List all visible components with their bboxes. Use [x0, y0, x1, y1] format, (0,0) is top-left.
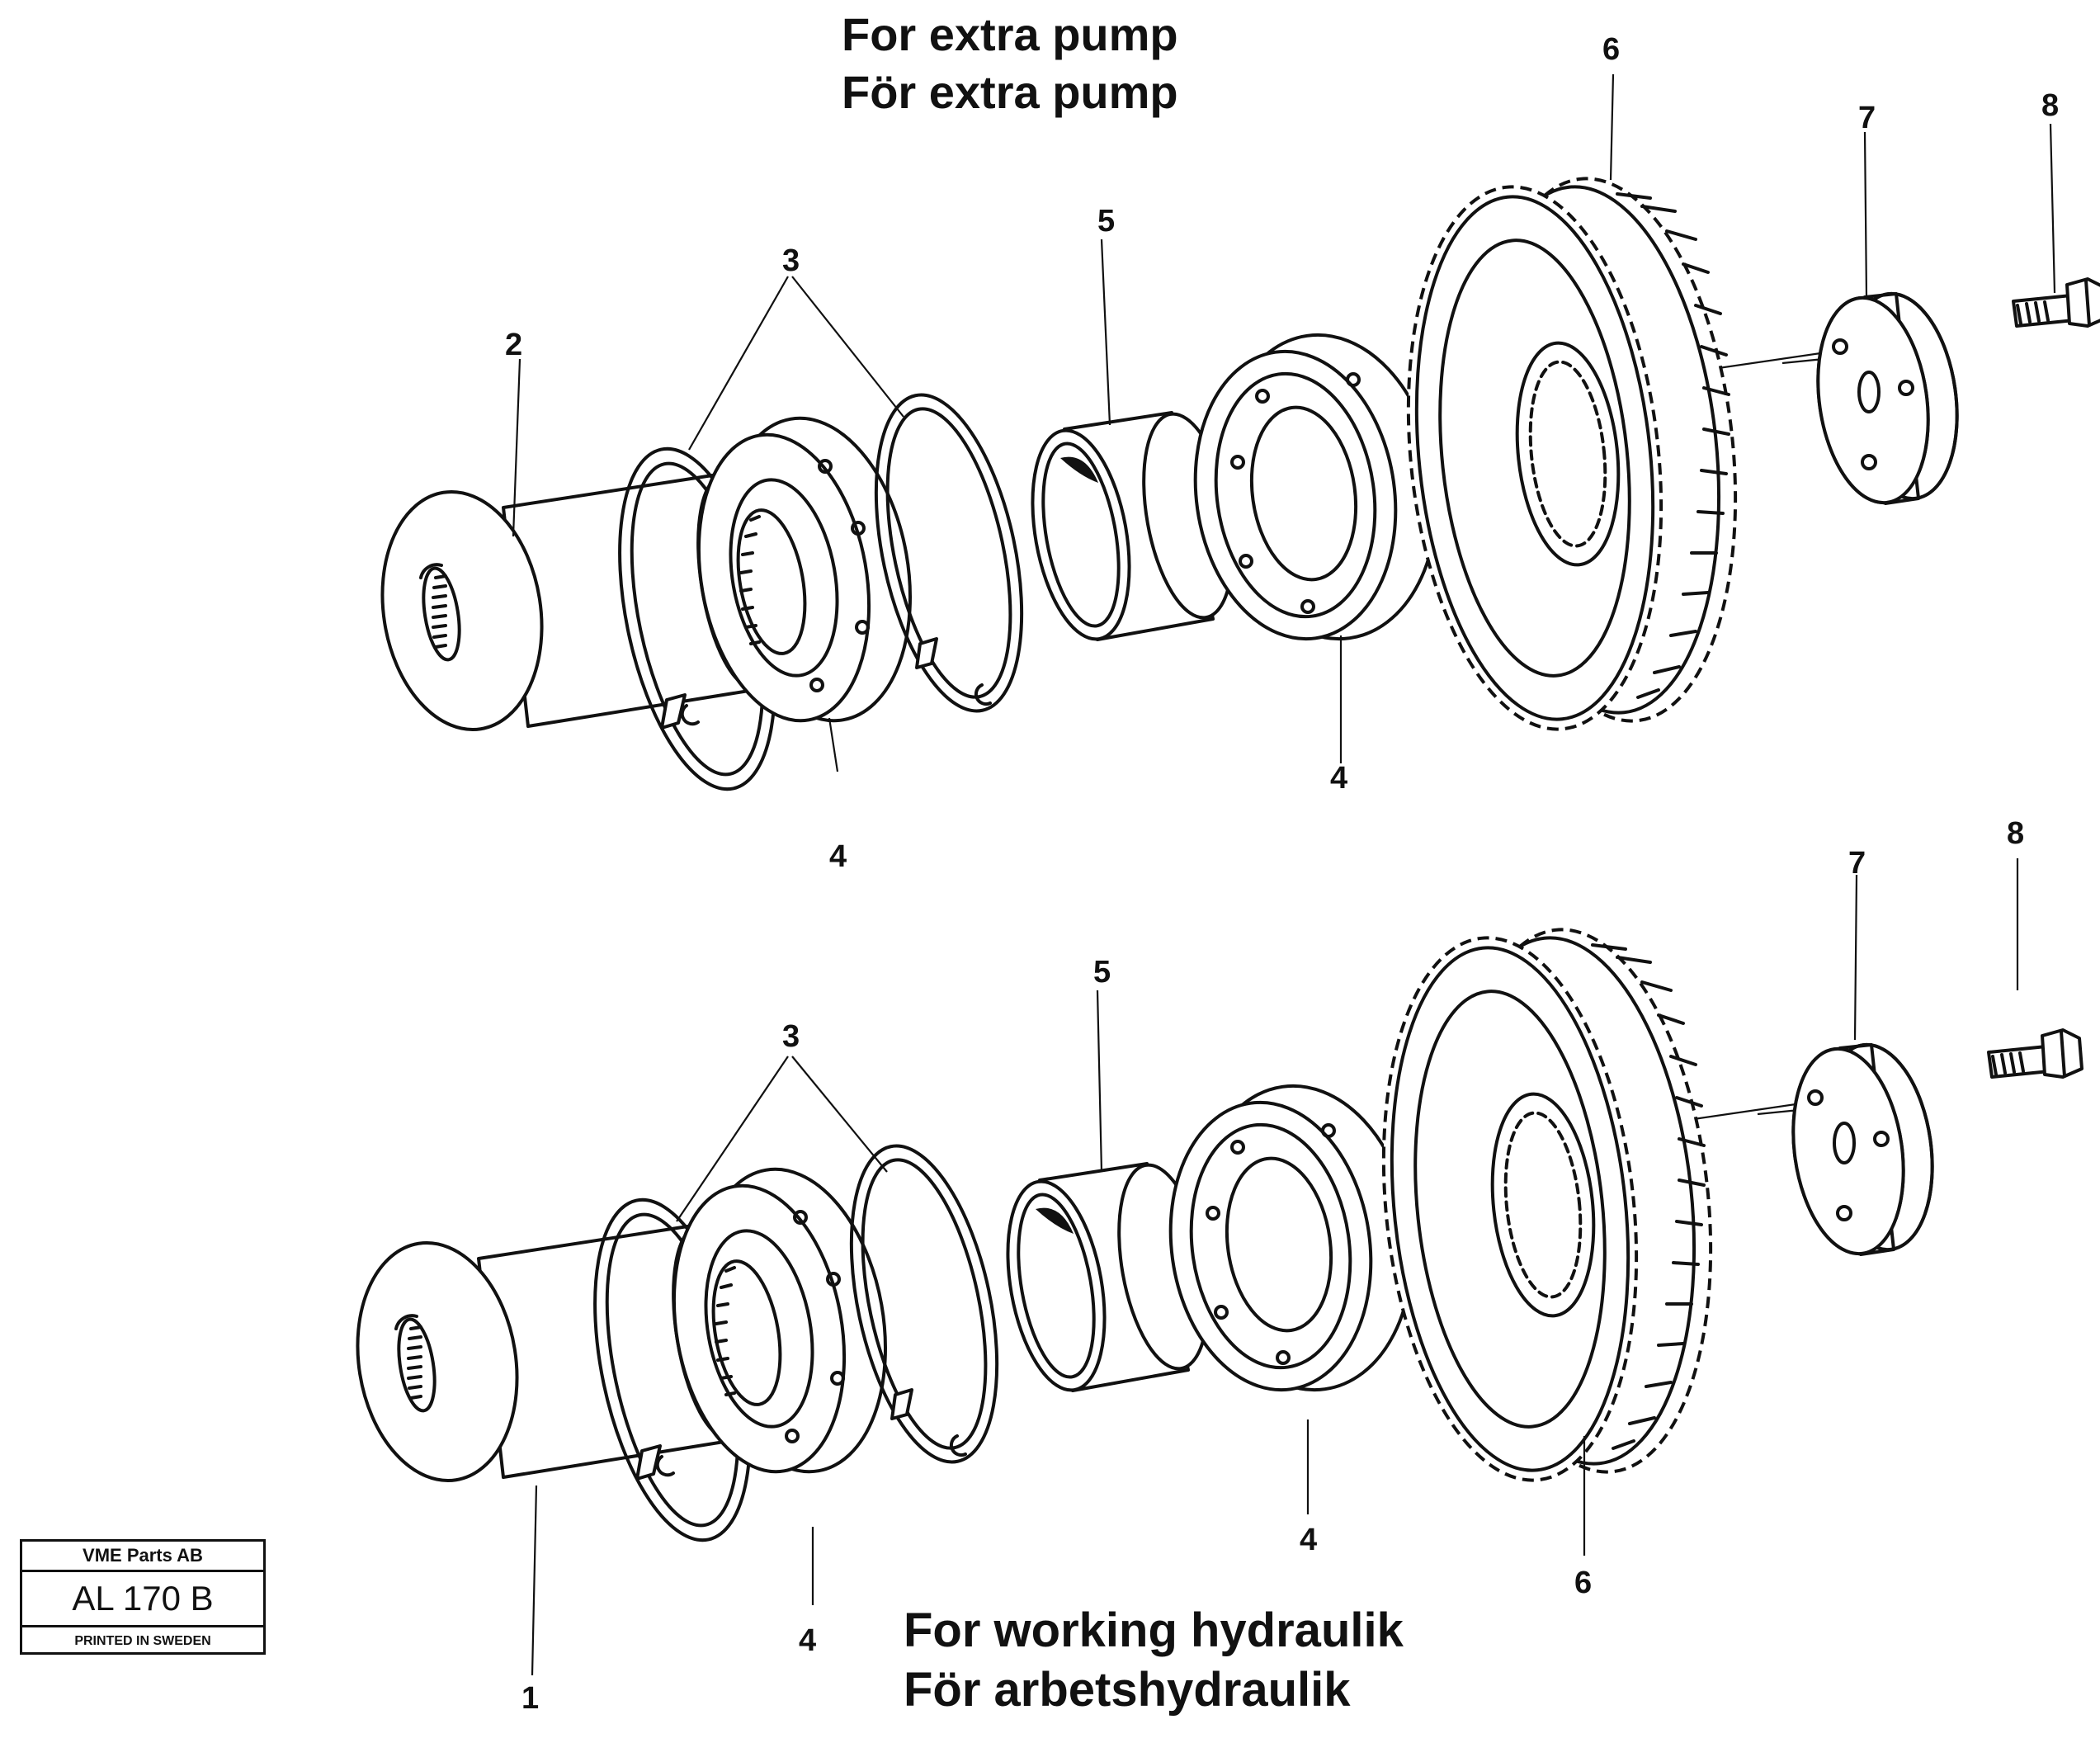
callout-bottom-4a: 4: [799, 1623, 816, 1658]
heading-bottom-en: For working hydraulik: [904, 1604, 1404, 1657]
stamp-code: AL 170 B: [22, 1572, 263, 1627]
callout-bottom-3: 3: [782, 1019, 800, 1054]
heading-top-en: For extra pump: [842, 8, 1178, 60]
callout-top-8: 8: [2041, 88, 2059, 123]
callout-top-5: 5: [1097, 204, 1115, 239]
heading-bottom-sv: För arbetshydraulik: [904, 1663, 1351, 1717]
assembly-extra-pump: 2 3 4 4 5 6 7 8: [364, 32, 2100, 874]
callout-top-4b: 4: [1330, 761, 1347, 796]
callout-bottom-4b: 4: [1300, 1523, 1317, 1557]
callout-bottom-6: 6: [1574, 1566, 1592, 1600]
parts-stamp: VME Parts AB AL 170 B PRINTED IN SWEDEN: [20, 1539, 266, 1655]
callout-bottom-1: 1: [521, 1681, 539, 1716]
assembly-working-hydraulik: 1 3 4 4 5 6 7 8: [339, 816, 2084, 1716]
stamp-company: VME Parts AB: [22, 1542, 263, 1572]
callout-bottom-5: 5: [1093, 955, 1111, 990]
callout-top-6: 6: [1602, 32, 1620, 67]
heading-top-sv: För extra pump: [842, 66, 1178, 118]
callout-bottom-7: 7: [1848, 846, 1866, 881]
callout-top-2: 2: [505, 328, 522, 362]
callout-top-7: 7: [1858, 101, 1876, 135]
callout-top-3: 3: [782, 243, 800, 278]
callout-bottom-8: 8: [2007, 816, 2024, 851]
callout-top-4a: 4: [829, 839, 847, 874]
stamp-printed: PRINTED IN SWEDEN: [74, 1634, 211, 1648]
